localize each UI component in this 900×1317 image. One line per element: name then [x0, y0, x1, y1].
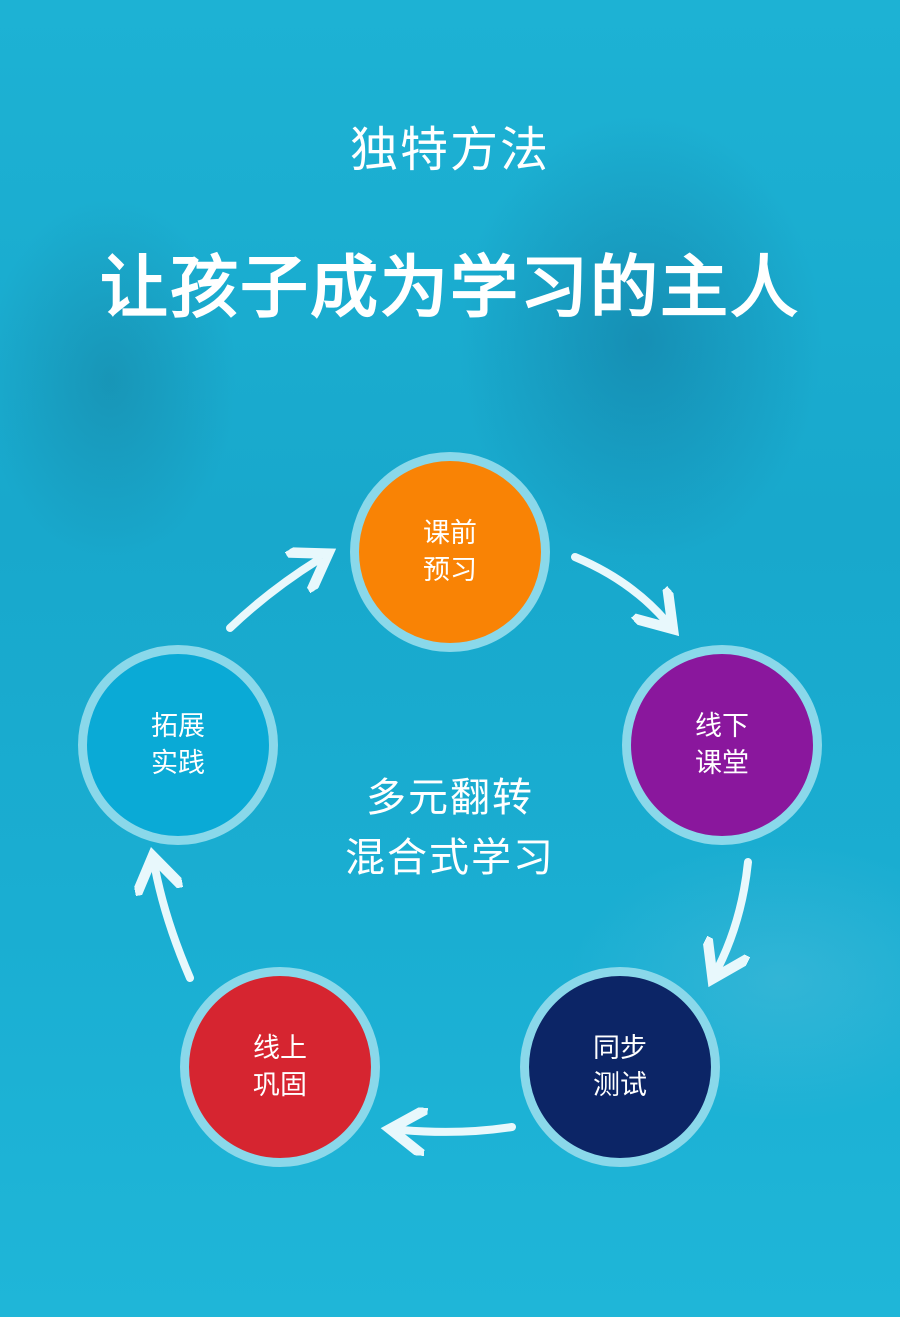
step-label: 线下课堂	[695, 711, 749, 779]
step-extended-practice: 拓展实践	[78, 645, 278, 845]
arrow-2-to-3	[718, 858, 752, 968]
step-online-review: 线上巩固	[180, 967, 380, 1167]
subtitle: 独特方法	[349, 122, 550, 178]
arrow-5-to-1	[226, 560, 318, 632]
page-title: 让孩子成为学习的主人	[99, 249, 800, 328]
step-offline-class: 线下课堂	[622, 645, 822, 845]
step-label: 拓展实践	[151, 711, 205, 779]
step-preview: 课前预习	[350, 452, 550, 652]
step-label: 同步测试	[593, 1033, 647, 1101]
step-label: 线上巩固	[253, 1033, 307, 1101]
cycle-center-text: 多元翻转 混合式学习	[300, 768, 600, 888]
arrow-1-to-2	[571, 553, 665, 620]
center-line-1: 多元翻转	[366, 775, 534, 821]
arrow-3-to-4	[402, 1127, 516, 1132]
step-label: 课前预习	[423, 518, 477, 586]
step-sync-test: 同步测试	[520, 967, 720, 1167]
center-line-2: 混合式学习	[345, 835, 555, 881]
arrow-4-to-5	[155, 868, 194, 982]
